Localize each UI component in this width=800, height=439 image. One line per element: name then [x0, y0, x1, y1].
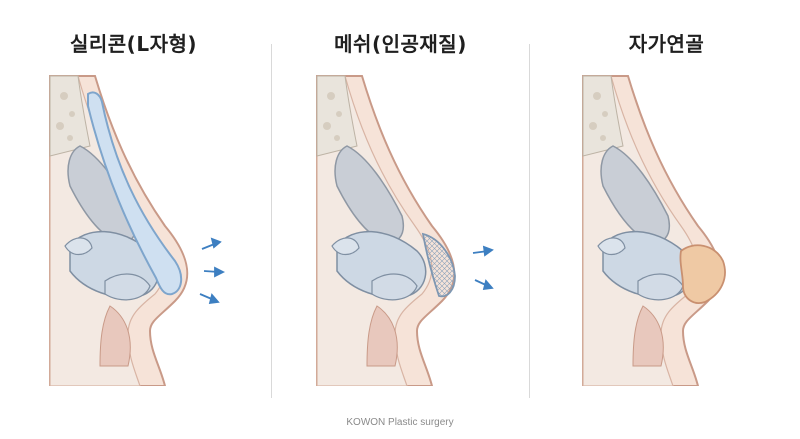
panel-mesh: 메쉬(인공재질) — [267, 0, 534, 400]
divider — [529, 44, 530, 398]
panel-title: 자가연골 — [628, 32, 705, 56]
panel-cartilage: 자가연골 — [533, 0, 800, 400]
panel-silicone: 실리콘(L자형) — [0, 0, 267, 400]
nose-illustration-cartilage — [582, 75, 726, 386]
nose-illustration-mesh — [316, 75, 494, 386]
nose-illustration-silicone — [49, 75, 226, 386]
panel-title: 실리콘(L자형) — [69, 32, 198, 56]
divider — [271, 44, 272, 398]
footer-credit: KOWON Plastic surgery — [346, 417, 454, 428]
arrow-icon — [472, 245, 494, 291]
arrow-icon — [199, 237, 226, 305]
panel-title: 메쉬(인공재질) — [334, 32, 467, 56]
